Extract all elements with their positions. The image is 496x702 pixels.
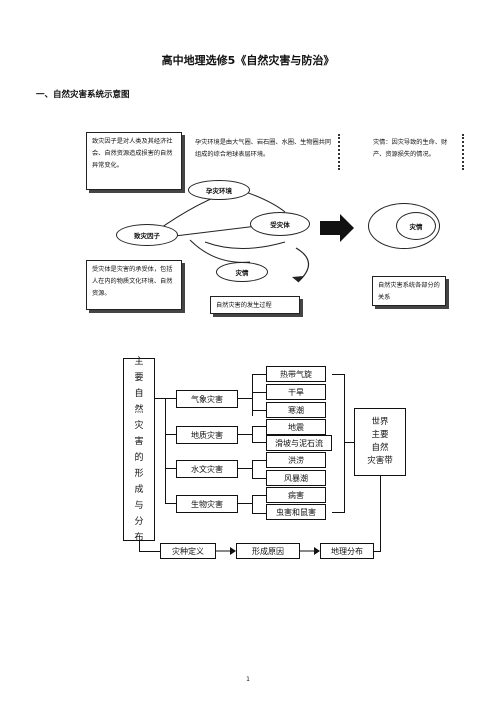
- connector: [344, 374, 345, 513]
- disaster-flood: 洪涝: [266, 452, 326, 468]
- connector: [252, 460, 253, 478]
- step-formation-cause: 形成原因: [236, 543, 300, 559]
- step-definition: 灾种定义: [160, 543, 216, 559]
- vchar: 分: [134, 516, 144, 527]
- connector: [165, 398, 176, 399]
- world-disaster-belt-box: 世界 主要 自然 灾害带: [354, 408, 406, 476]
- connector: [252, 374, 266, 375]
- ellipse-affected-body: 受灾体: [250, 212, 310, 236]
- connector: [252, 513, 266, 514]
- disaster-cold-wave: 寒潮: [266, 402, 326, 418]
- arrow-right-icon: [300, 547, 320, 555]
- vchar: 布: [134, 532, 144, 543]
- page-title: 高中地理选修5《自然灾害与防治》: [161, 54, 335, 67]
- note-disaster-environment: 孕灾环境是由大气圈、岩石圈、水圈、生物圈共同组成的综合地球表层环境。: [190, 134, 340, 170]
- connector: [380, 476, 381, 551]
- connector: [165, 503, 176, 504]
- belt-line: 灾害带: [367, 456, 393, 466]
- section-heading: 一、自然灾害系统示意图: [36, 90, 130, 100]
- vchar: 与: [134, 500, 144, 511]
- connector: [332, 512, 344, 513]
- connector: [165, 434, 176, 435]
- vchar: 要: [134, 372, 144, 383]
- disaster-tropical-cyclone: 热带气旋: [266, 366, 326, 382]
- note-affected-body: 受灾体是灾害的承受体，包括人在内的物质文化环境、自然资源。: [86, 260, 182, 310]
- vchar: 的: [134, 452, 144, 463]
- disaster-earthquake: 地震: [266, 419, 326, 435]
- connector: [139, 551, 160, 552]
- connector: [374, 551, 381, 552]
- connector: [238, 503, 252, 504]
- ellipse-inner-disaster: 灾情: [396, 212, 436, 240]
- vchar: 灾: [134, 420, 144, 431]
- connector: [252, 426, 266, 427]
- note-disaster-factor: 致灾因子是对人类及其经济社会、自然资源造成损害的自然异常变化。: [86, 132, 182, 190]
- connector: [139, 541, 140, 551]
- connector: [252, 426, 253, 442]
- belt-line: 自然: [371, 443, 389, 453]
- disaster-landslide-debris-flow: 滑坡与泥石流: [266, 435, 332, 451]
- connector: [252, 478, 266, 479]
- page-number: 1: [246, 676, 250, 683]
- connector: [252, 495, 253, 513]
- connector: [332, 374, 344, 375]
- connector: [344, 442, 354, 443]
- caption-occurrence-process: 自然灾害的发生过程: [210, 296, 300, 314]
- connector: [252, 495, 266, 496]
- connector: [238, 398, 252, 399]
- belt-line: 主要: [371, 430, 389, 440]
- connector: [252, 460, 266, 461]
- connector: [252, 374, 253, 416]
- connector: [155, 398, 165, 399]
- ellipse-disaster-situation: 灾情: [216, 262, 268, 282]
- vchar: 自: [134, 388, 144, 399]
- connector: [252, 392, 266, 393]
- connector: [252, 410, 266, 411]
- connector: [165, 468, 176, 469]
- arrow-right-icon: [216, 547, 236, 555]
- vchar: 害: [134, 436, 144, 447]
- vchar: 然: [134, 404, 144, 415]
- connector: [238, 434, 252, 435]
- vchar: 成: [134, 484, 144, 495]
- vchar: 主: [134, 356, 144, 367]
- main-vertical-box: 主 要 自 然 灾 害 的 形 成 与 分 布: [123, 357, 155, 543]
- vchar: 形: [134, 468, 144, 479]
- connector: [252, 442, 266, 443]
- caption-system-relation: 自然灾害系统各部分的关系: [372, 276, 446, 306]
- belt-line: 世界: [371, 417, 389, 427]
- disaster-disease: 病害: [266, 487, 326, 503]
- ellipse-outer-system: 灾情: [368, 203, 440, 249]
- category-geological: 地质灾害: [176, 426, 238, 444]
- category-meteorological: 气象灾害: [176, 390, 238, 408]
- note-disaster-situation: 灾情：因灾导致的生命、财产、资源损失的情况。: [368, 134, 464, 170]
- step-geographic-distribution: 地理分布: [320, 543, 374, 559]
- ellipse-environment: 孕灾环境: [188, 180, 250, 200]
- ellipse-disaster-factor: 致灾因子: [116, 224, 178, 246]
- disaster-pests-rodents: 虫害和鼠害: [266, 504, 326, 520]
- category-hydrological: 水文灾害: [176, 460, 238, 478]
- connector: [165, 398, 166, 504]
- disaster-drought: 干旱: [266, 384, 326, 400]
- connector: [238, 468, 252, 469]
- disaster-storm-surge: 风暴潮: [266, 470, 326, 486]
- category-biological: 生物灾害: [176, 495, 238, 513]
